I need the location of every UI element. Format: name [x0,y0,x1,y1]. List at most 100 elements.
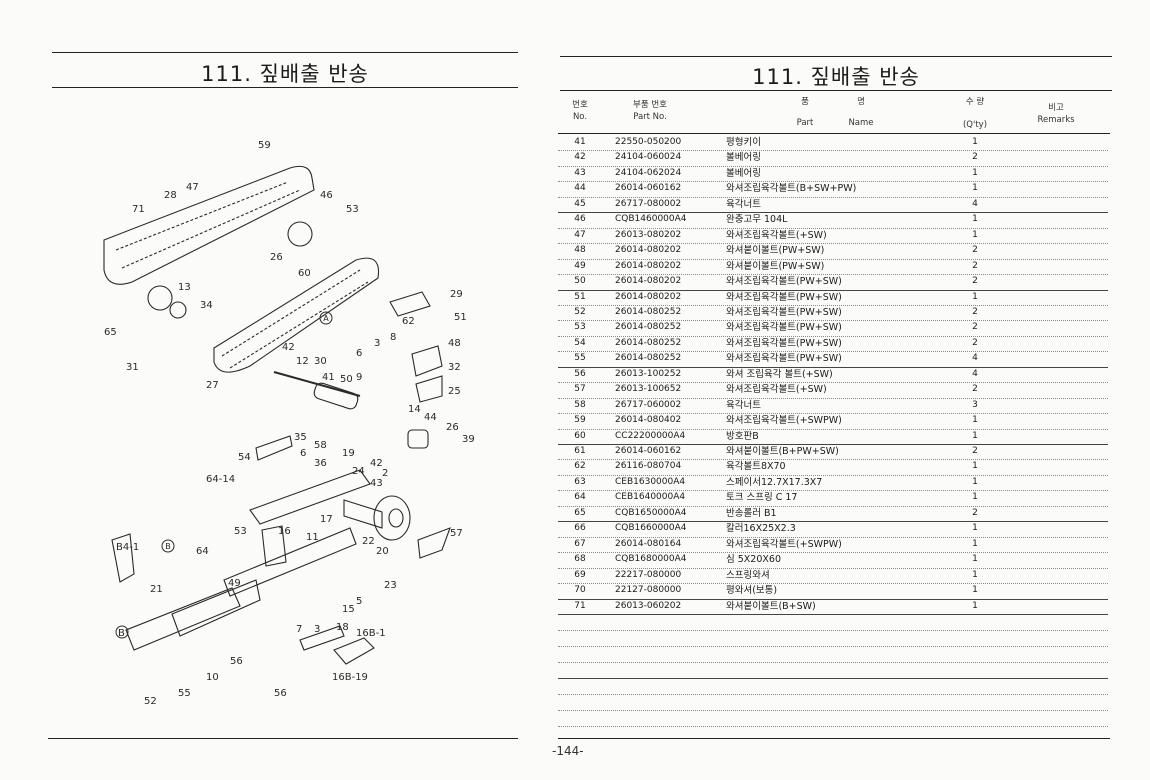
label-12: 12 [296,356,309,367]
label-2: 2 [382,468,388,479]
label-64: 64 [196,546,209,557]
header-name-en-2: Name [848,118,874,128]
label-35: 35 [294,432,307,443]
table-grid-line [558,243,1108,245]
cell-part-name: 와셔조립육각볼트(+SWPW) [726,538,842,550]
table-grid-line [558,227,1108,229]
cell-part-name: 방호판B [726,430,759,442]
cell-part-name: 토크 스프링 C 17 [726,492,798,504]
cell-part-name: 와셔조립육각볼트(PW+SW) [726,337,842,349]
label-24: 24 [352,466,365,477]
cell-no: 71 [574,600,586,611]
label-46: 46 [320,190,333,201]
table-grid-line [558,335,1108,337]
cell-part-no: 26013-100252 [615,368,682,379]
label-51: 51 [454,312,467,323]
cell-no: 53 [574,322,586,333]
table-grid-line [558,567,1108,569]
cell-part-no: 26014-080164 [615,538,682,549]
cell-no: 58 [574,399,586,410]
cell-no: 52 [574,306,586,317]
cell-part-no: 22550-050200 [615,137,682,147]
table-grid-line [558,165,1108,167]
cell-qty: 1 [972,476,978,487]
cell-qty: 4 [972,368,978,379]
cell-no: 54 [574,337,586,348]
cell-part-name: 와셔 조립육각 볼트(+SW) [726,368,833,380]
cell-qty: 2 [972,152,978,163]
table-grid-line [558,583,1108,585]
label-26: 26 [270,252,283,263]
cell-qty: 2 [972,306,978,317]
cell-part-no: 22127-080000 [615,585,682,596]
label-53b: 53 [234,526,247,537]
cell-part-name: 스프링와셔 [726,569,770,581]
mid-frame [249,469,371,525]
label-3: 3 [374,338,380,349]
cell-qty: 4 [972,198,978,209]
label-15: 15 [342,604,355,615]
label-22: 22 [362,536,375,547]
cell-no: 43 [574,167,586,178]
cell-part-no: 24104-062024 [615,167,682,178]
cell-part-name: 볼베어링 [726,167,761,179]
table-grid-line [558,181,1108,183]
header-name-en-1: Part [796,118,814,128]
table-grid-line [558,366,1108,368]
cell-part-no: CEB1630000A4 [615,476,686,487]
table-grid-line [558,382,1108,384]
label-64-14: 64-14 [206,474,235,485]
upper-chain-case [103,165,315,285]
table-grid-line [558,150,1108,152]
label-18: 18 [336,622,349,633]
cell-no: 47 [574,229,586,240]
cell-part-no: 26014-080252 [615,306,682,317]
cell-part-no: 26014-080202 [615,276,682,287]
exploded-parts-diagram: 59 47 28 46 71 53 26 60 13 34 65 29 51 6… [103,140,475,707]
label-30: 30 [314,356,327,367]
cell-no: 67 [574,538,586,549]
cell-qty: 1 [972,523,978,534]
table-grid-line [558,725,1108,727]
label-65: 65 [104,327,117,338]
cell-qty: 1 [972,492,978,503]
label-9: 9 [356,372,362,383]
cell-part-name: 와셔조립육각볼트(B+SW+PW) [726,183,857,195]
cell-no: 68 [574,554,586,565]
label-27: 27 [206,380,219,391]
label-56: 56 [230,656,243,667]
table-grid-line [558,289,1108,291]
right-bottom-rule [558,738,1110,739]
cell-qty: 1 [972,600,978,611]
table-grid-line [558,645,1108,647]
cell-part-no: CC22200000A4 [615,430,686,441]
label-16b-19: 16B-19 [332,672,368,683]
cell-no: 62 [574,461,586,472]
label-26b: 26 [446,422,459,433]
label-b: B [118,628,125,639]
cell-part-name: 심 5X20X60 [726,554,781,566]
label-32: 32 [448,362,461,373]
label-25: 25 [448,386,461,397]
cell-part-no: 22217-080000 [615,569,682,580]
header-no: 번호 No. [572,100,588,122]
left-title-top-rule [52,52,518,53]
label-71: 71 [132,204,145,215]
label-57: 57 [450,528,463,539]
cell-part-no: 26014-080202 [615,260,682,271]
cell-no: 59 [574,415,586,426]
cell-part-name: 와셔조립육각볼트(PW+SW) [726,276,842,288]
cell-part-no: 26014-080202 [615,245,682,256]
label-42b: 42 [370,458,383,469]
callout-b: B [165,542,171,551]
